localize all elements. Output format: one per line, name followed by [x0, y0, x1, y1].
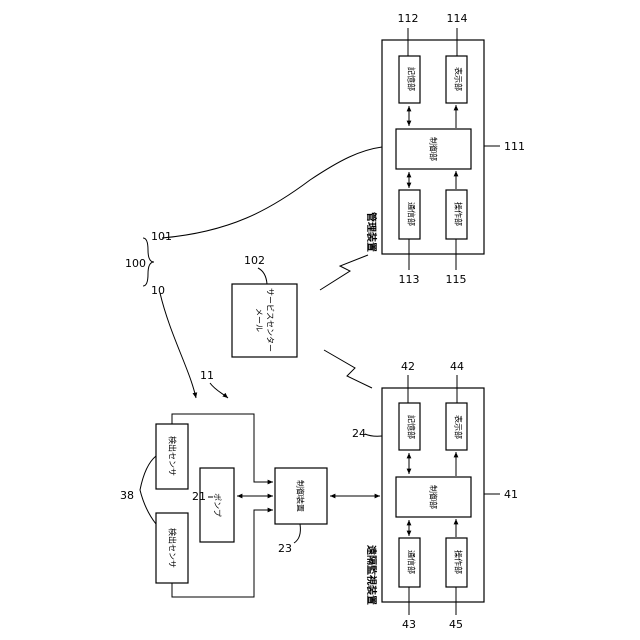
management-comm-label: 通信部 — [407, 202, 417, 226]
management-storage-label: 記憶部 — [407, 67, 417, 91]
pump-label: ポンプ — [213, 493, 222, 517]
remote-control-label: 制御部 — [429, 485, 439, 509]
sensors-ref-leader — [140, 456, 156, 524]
controller-label: 制御装置 — [296, 480, 306, 512]
system-ref-100: 100 — [125, 257, 146, 270]
management-device-title: 管理装置 — [365, 212, 378, 252]
remote-ref-41: 41 — [504, 488, 518, 501]
site-equipment: 制御装置 ポンプ 検出センサ 検出センサ 21 23 38 — [120, 414, 380, 597]
mail-server-ref-leader — [258, 268, 267, 284]
station-leader — [210, 383, 228, 398]
mail-server-label-line1: メール — [255, 308, 264, 332]
mail-server-box — [232, 284, 297, 357]
sensor-top-label: 検出センサ — [168, 436, 178, 476]
sensor-bottom-label: 検出センサ — [168, 528, 178, 568]
mail-server-ref: 102 — [244, 254, 265, 267]
system-ref-101: 101 — [151, 230, 172, 243]
system-ref-10: 10 — [151, 284, 165, 297]
management-display-label: 表示部 — [454, 67, 464, 91]
remote-ref-43: 43 — [402, 618, 416, 631]
remote-display-label: 表示部 — [454, 415, 464, 439]
management-ref-111: 111 — [504, 140, 525, 153]
remote-comm-label: 通信部 — [407, 550, 417, 574]
remote-ref-44: 44 — [450, 360, 464, 373]
controller-ref-leader — [294, 524, 300, 543]
pump-ref: 21 — [192, 490, 206, 503]
remote-ref-24-leader — [365, 434, 382, 436]
remote-operation-label: 操作部 — [454, 550, 464, 574]
remote-ref-45: 45 — [449, 618, 463, 631]
management-operation-label: 操作部 — [454, 202, 464, 226]
manager-leader-curve — [162, 147, 382, 238]
sensors-ref: 38 — [120, 489, 134, 502]
management-ref-112: 112 — [398, 12, 419, 25]
site-leader-curve — [160, 293, 196, 398]
management-device: 記憶部 表示部 制御部 通信部 操作部 管理装置 112 114 113 115… — [365, 12, 525, 286]
mail-server-label-line2: サービスセンター — [266, 288, 275, 352]
wireless-link-remote — [324, 350, 372, 388]
remote-storage-label: 記憶部 — [407, 415, 417, 439]
management-ref-113: 113 — [399, 273, 420, 286]
mail-server: メール サービスセンター 102 — [232, 254, 297, 357]
system-refs: 100 10 101 11 — [125, 147, 382, 398]
controller-ref: 23 — [278, 542, 292, 555]
remote-monitor-title: 遠隔監視装置 — [365, 545, 378, 605]
remote-ref-24: 24 — [352, 427, 366, 440]
wireless-link-management — [320, 255, 368, 290]
system-ref-11: 11 — [200, 369, 214, 382]
management-ref-114: 114 — [447, 12, 468, 25]
management-control-label: 制御部 — [429, 137, 439, 161]
management-ref-115: 115 — [446, 273, 467, 286]
remote-ref-42: 42 — [401, 360, 415, 373]
